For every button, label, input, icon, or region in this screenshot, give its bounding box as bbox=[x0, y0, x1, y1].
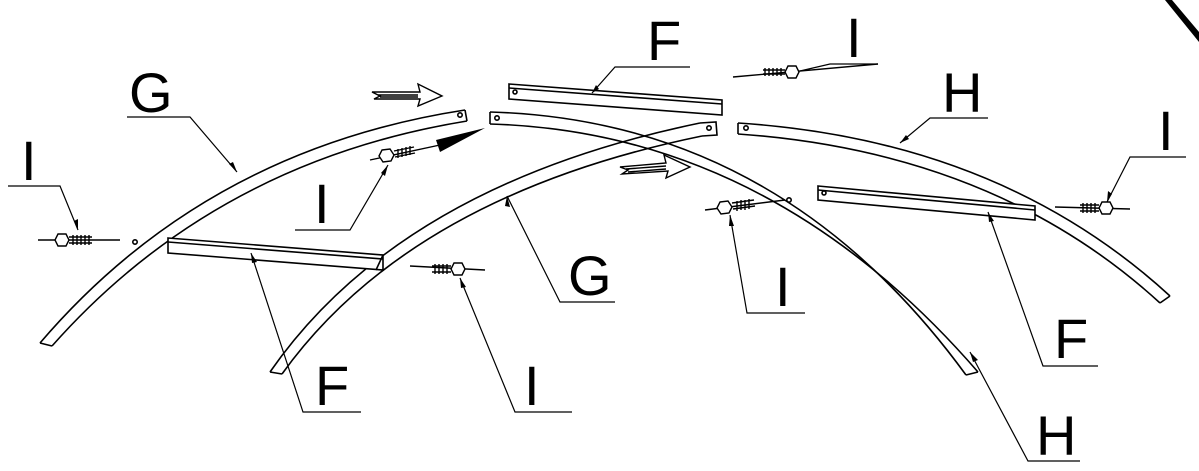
arc-g-left bbox=[39, 109, 468, 347]
direction-arrow-icon bbox=[619, 153, 692, 180]
label-f-top: F bbox=[647, 9, 681, 72]
label-h-bottom: H bbox=[1036, 404, 1076, 467]
label-i-left-middle: I bbox=[314, 172, 330, 235]
corner-mark bbox=[1165, 0, 1199, 42]
label-i-top: I bbox=[846, 6, 862, 69]
bar-f-top bbox=[508, 83, 723, 116]
bar-f-left bbox=[167, 237, 384, 271]
label-f-right: F bbox=[1054, 307, 1088, 370]
screw-icon bbox=[369, 144, 441, 163]
screw-icon bbox=[732, 63, 879, 79]
arc-g-middle bbox=[489, 111, 979, 376]
label-i-middle: I bbox=[775, 255, 791, 318]
label-i-right: I bbox=[1158, 99, 1174, 162]
arc-h-inner bbox=[269, 121, 718, 375]
direction-arrow-icon bbox=[371, 82, 444, 108]
label-h-top: H bbox=[942, 61, 982, 124]
insert-arrow-icon bbox=[436, 128, 485, 152]
screw-icon bbox=[704, 199, 786, 215]
leader-arrowheads bbox=[74, 85, 1112, 362]
label-g-left: G bbox=[129, 61, 173, 124]
label-g-middle: G bbox=[568, 244, 612, 307]
label-i-left: I bbox=[21, 129, 37, 192]
leader-lines bbox=[8, 63, 1186, 462]
screw-icon bbox=[409, 262, 486, 276]
bar-f-right bbox=[817, 185, 1036, 221]
label-i-bottom: I bbox=[524, 354, 540, 417]
arc-h-right bbox=[737, 122, 1171, 304]
screw-icon bbox=[1054, 201, 1131, 215]
screw-icon bbox=[38, 233, 120, 247]
label-f-left: F bbox=[315, 354, 349, 417]
